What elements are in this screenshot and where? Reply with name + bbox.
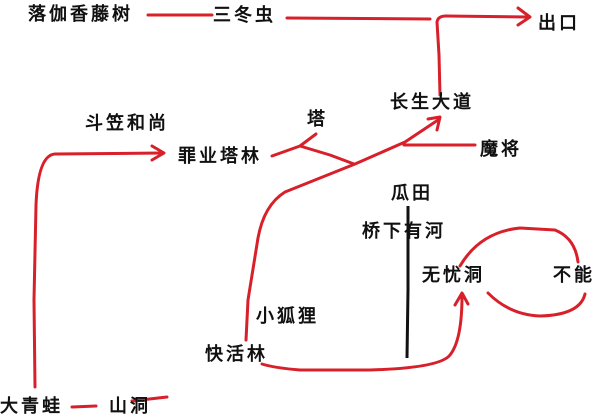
- path-kuaihuo-to-wuyou: [260, 294, 464, 372]
- node-douli-monk: 斗笠和尚: [85, 113, 169, 134]
- path-road-to-exit: [435, 14, 530, 97]
- node-little-fox: 小狐狸: [256, 306, 319, 327]
- path-frog-to-cave: [70, 404, 98, 409]
- wuyou-arrowhead: [453, 291, 470, 307]
- loop-upper: [458, 226, 580, 268]
- node-kuaihuo-forest: 快活林: [205, 344, 268, 365]
- node-sandong-bug: 三冬虫: [213, 5, 276, 26]
- node-exit: 出口: [538, 13, 580, 34]
- node-demon-general: 魔将: [480, 139, 522, 160]
- node-wuyou-cave: 无忧洞: [422, 265, 485, 286]
- node-changsheng-road: 长生大道: [390, 92, 474, 113]
- path-kuaihuo-to-road: [244, 118, 440, 342]
- loop-lower: [486, 291, 587, 318]
- river-line: [405, 206, 410, 359]
- forest-arrowhead: [150, 144, 166, 162]
- path-forest-to-tower: [270, 132, 318, 158]
- node-big-frog: 大青蛙: [0, 396, 63, 416]
- exit-arrowhead: [516, 6, 532, 27]
- node-melon-field: 瓜田: [391, 183, 433, 204]
- node-cannot: 不能: [553, 265, 595, 286]
- path-frog-to-forest: [32, 151, 164, 389]
- road-arrowhead: [426, 115, 442, 132]
- node-tower: 塔: [307, 109, 328, 130]
- node-river-under-bridge: 桥下有河: [362, 221, 446, 242]
- node-mountain-cave: 山洞: [109, 396, 151, 416]
- node-zuiye-forest: 罪业塔林: [178, 146, 262, 167]
- path-cave-onward: [130, 395, 169, 403]
- path-tower-branch: [298, 144, 356, 166]
- node-luojia-tree: 落伽香藤树: [28, 4, 133, 25]
- path-bug-to-junction: [285, 16, 432, 21]
